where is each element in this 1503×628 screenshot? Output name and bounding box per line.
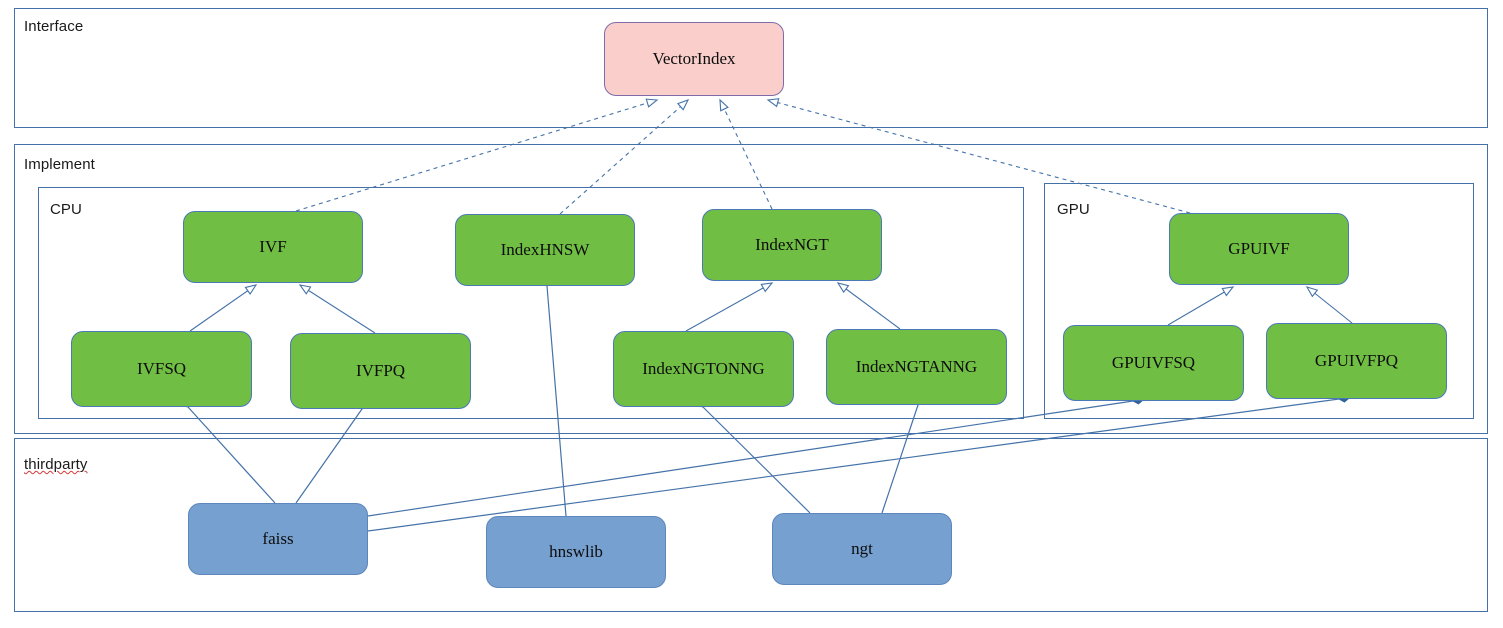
- node-vectorindex[interactable]: VectorIndex: [604, 22, 784, 96]
- node-label-hnswlib: hnswlib: [549, 541, 603, 561]
- node-indexngtonng[interactable]: IndexNGTONNG: [613, 331, 794, 407]
- node-ngt[interactable]: ngt: [772, 513, 952, 585]
- edge-e-hnsw-vi: [559, 99, 690, 215]
- node-ivfpq[interactable]: IVFPQ: [290, 333, 471, 409]
- container-cpu: [38, 187, 1024, 419]
- node-label-gpuivfpq: GPUIVFPQ: [1314, 350, 1399, 370]
- edge-e-gpuivf-vi: [766, 98, 1191, 214]
- node-label-ivfpq: IVFPQ: [355, 360, 406, 380]
- edge-e-ngt-onng: [694, 398, 811, 514]
- node-ivfsq[interactable]: IVFSQ: [71, 331, 252, 407]
- node-hnswlib[interactable]: hnswlib: [486, 516, 666, 588]
- container-thirdparty: [14, 438, 1488, 612]
- node-label-ngt: ngt: [851, 538, 873, 558]
- edge-e-onng-ngt: [685, 282, 774, 332]
- node-label-gpuivf: GPUIVF: [1228, 238, 1290, 258]
- node-ivf[interactable]: IVF: [183, 211, 363, 283]
- edge-e-faiss-gsq: [367, 396, 1145, 517]
- edge-e-anng-ngt: [836, 282, 901, 330]
- node-label-ivf: IVF: [259, 236, 287, 256]
- container-interface: [14, 8, 1488, 128]
- node-gpuivfpq[interactable]: GPUIVFPQ: [1266, 323, 1447, 399]
- node-gpuivf[interactable]: GPUIVF: [1169, 213, 1349, 285]
- node-indexngtanng[interactable]: IndexNGTANNG: [826, 329, 1007, 405]
- container-label-cpu: CPU: [50, 201, 82, 218]
- edge-e-gsq-givf: [1167, 286, 1235, 326]
- container-label-interface: Interface: [24, 18, 84, 35]
- node-faiss[interactable]: faiss: [188, 503, 368, 575]
- node-label-indexhnsw: IndexHNSW: [500, 239, 590, 259]
- container-gpu: [1044, 183, 1474, 419]
- node-label-gpuivfsq: GPUIVFSQ: [1111, 352, 1196, 372]
- container-label-implement: Implement: [24, 156, 95, 173]
- edge-e-hnswlib-hnsw: [542, 274, 567, 517]
- node-gpuivfsq[interactable]: GPUIVFSQ: [1063, 325, 1244, 401]
- node-indexngt[interactable]: IndexNGT: [702, 209, 882, 281]
- node-label-vectorindex: VectorIndex: [652, 48, 736, 68]
- node-label-faiss: faiss: [262, 528, 294, 548]
- edge-e-ivf-vi: [295, 98, 659, 212]
- node-label-indexngt: IndexNGT: [755, 234, 829, 254]
- container-implement: [14, 144, 1488, 434]
- edge-e-faiss-ivfpq: [295, 399, 369, 504]
- container-label-gpu: GPU: [1057, 201, 1090, 218]
- node-label-ivfsq: IVFSQ: [136, 358, 187, 378]
- edge-e-ngt-vi: [719, 98, 773, 210]
- container-label-thirdparty: thirdparty: [24, 456, 88, 473]
- node-label-indexngtonng: IndexNGTONNG: [642, 358, 765, 378]
- edge-e-ngt-anng: [881, 393, 924, 514]
- edge-e-faiss-gpq: [367, 394, 1351, 532]
- edge-e-ivfsq-ivf: [189, 284, 258, 332]
- node-label-indexngtanng: IndexNGTANNG: [855, 356, 978, 376]
- edge-e-ivfpq-ivf: [298, 284, 376, 334]
- node-indexhnsw[interactable]: IndexHNSW: [455, 214, 635, 286]
- edge-e-faiss-ivfsq: [180, 398, 276, 504]
- edge-e-gpq-givf: [1305, 286, 1353, 324]
